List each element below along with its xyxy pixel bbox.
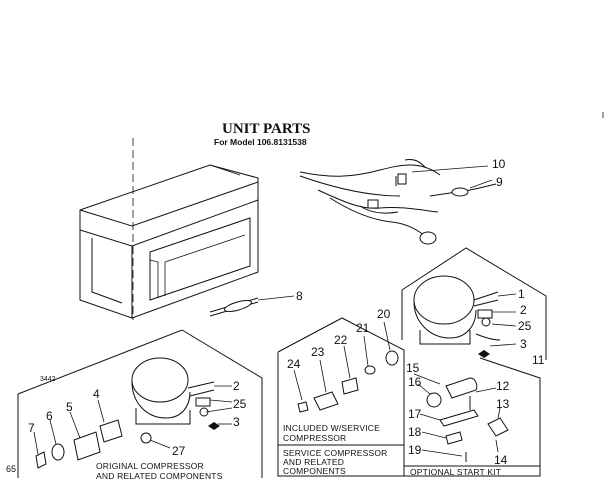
callout-9: 9 — [496, 175, 503, 189]
callout-23: 23 — [311, 345, 325, 359]
callout-22: 22 — [334, 333, 348, 347]
service-caption-line3: COMPONENTS — [283, 466, 346, 476]
callout-4: 4 — [93, 387, 100, 401]
original-compressor-box — [17, 329, 263, 478]
diagram-number: 3442 — [40, 376, 56, 383]
callout-25: 25 — [518, 319, 532, 333]
callout-17: 17 — [408, 407, 422, 421]
original-caption-line2: AND RELATED COMPONENTS — [96, 471, 223, 481]
callout-15: 15 — [406, 361, 420, 375]
page-title: UNIT PARTS — [222, 121, 311, 137]
callout-13: 13 — [496, 397, 510, 411]
callout-12: 12 — [496, 379, 510, 393]
callout-6: 6 — [46, 409, 53, 423]
included-caption-line2: COMPRESSOR — [283, 433, 346, 443]
model-subtitle: For Model 106.8131538 — [214, 137, 307, 147]
callout-2-original: 2 — [233, 379, 240, 393]
callout-3: 3 — [520, 337, 527, 351]
callout-10: 10 — [492, 157, 506, 171]
optional-start-kit-box — [403, 357, 541, 477]
callout-25-original: 25 — [233, 397, 247, 411]
service-caption-line1: SERVICE COMPRESSOR — [283, 448, 388, 458]
start-kit-caption: OPTIONAL START KIT — [410, 467, 501, 477]
included-caption-line1: INCLUDED W/SERVICE — [283, 423, 380, 433]
wiring-harness — [299, 159, 497, 245]
callout-2: 2 — [520, 303, 527, 317]
callout-7: 7 — [28, 421, 35, 435]
callout-18: 18 — [408, 425, 422, 439]
callout-21: 21 — [356, 321, 370, 335]
callout-27: 27 — [172, 444, 186, 458]
corner-code: 65 — [6, 464, 16, 474]
callout-11: 11 — [532, 353, 545, 367]
callout-3-original: 3 — [233, 415, 240, 429]
callout-8: 8 — [296, 289, 303, 303]
service-compressor-box — [401, 247, 547, 360]
drier-tube — [209, 295, 295, 317]
callout-19: 19 — [408, 443, 422, 457]
callout-14: 14 — [494, 453, 508, 467]
cabinet-outline — [79, 138, 259, 320]
callout-1: 1 — [518, 287, 525, 301]
original-caption-line1: ORIGINAL COMPRESSOR — [96, 461, 204, 471]
callout-16: 16 — [408, 375, 422, 389]
callout-5: 5 — [66, 400, 73, 414]
service-caption-line2: AND RELATED — [283, 457, 344, 467]
callout-20: 20 — [377, 307, 391, 321]
callout-24: 24 — [287, 357, 301, 371]
